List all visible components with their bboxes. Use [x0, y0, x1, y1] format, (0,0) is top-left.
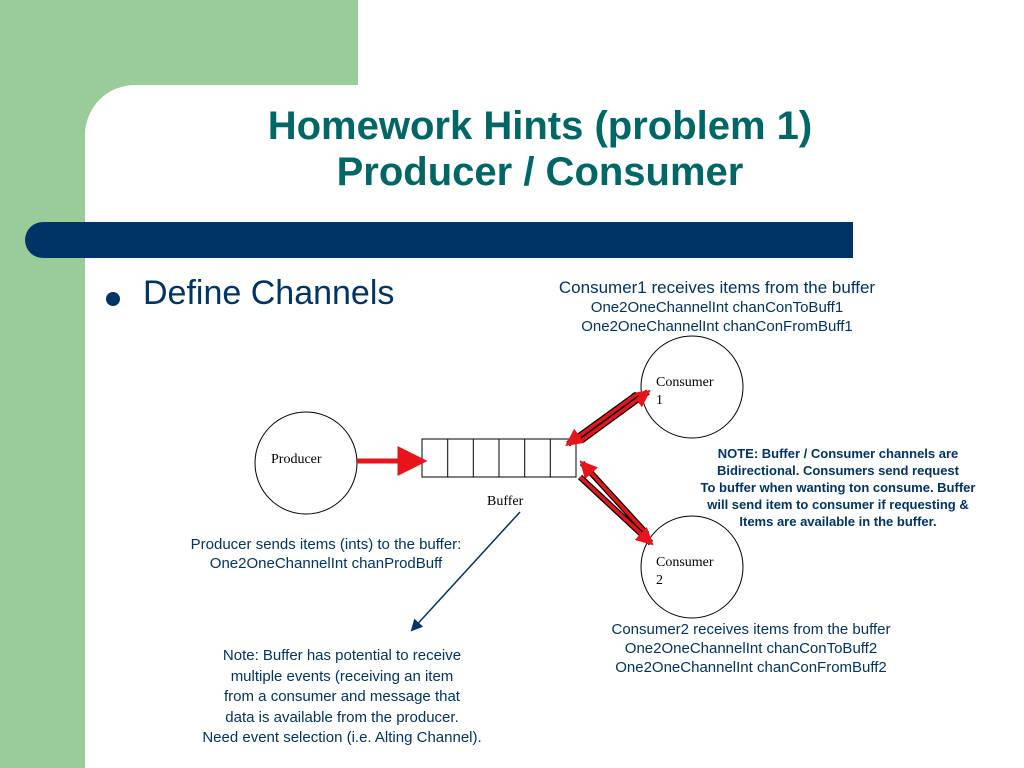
consumer2-channel-arrows	[577, 460, 654, 546]
background-green-strip	[0, 0, 85, 768]
consumer2-label: Consumer 2	[656, 555, 714, 588]
consumer2-node	[640, 515, 744, 619]
buffer-note-pointer-arrow	[410, 511, 521, 632]
consumer1-label: Consumer 1	[656, 375, 714, 408]
consumer1-node	[640, 335, 744, 439]
buffer-note: Note: Buffer has potential to receive mu…	[202, 647, 482, 746]
content-panel	[85, 85, 1024, 768]
buffer-queue	[421, 438, 577, 478]
buffer-label: Buffer	[487, 494, 524, 509]
title-line-2: Producer / Consumer	[336, 150, 744, 194]
producer-label: Producer	[271, 452, 322, 467]
consumer2-annotation: Consumer2 receives items from the buffer…	[611, 621, 891, 676]
consumer1-annotation: Consumer1 receives items from the buffer…	[558, 278, 876, 335]
bidirectional-note: NOTE: Buffer / Consumer channels are Bid…	[700, 446, 976, 529]
consumer1-channel-arrows	[565, 389, 651, 447]
bullet-text: Define Channels	[143, 274, 395, 312]
title-line-1: Homework Hints (problem 1)	[267, 104, 813, 148]
title-underline-bar	[25, 222, 853, 258]
slide-title: Homework Hints (problem 1) Producer / Co…	[220, 103, 860, 195]
producer-annotation: Producer sends items (ints) to the buffe…	[190, 536, 462, 572]
bullet-dot-icon	[106, 292, 120, 306]
